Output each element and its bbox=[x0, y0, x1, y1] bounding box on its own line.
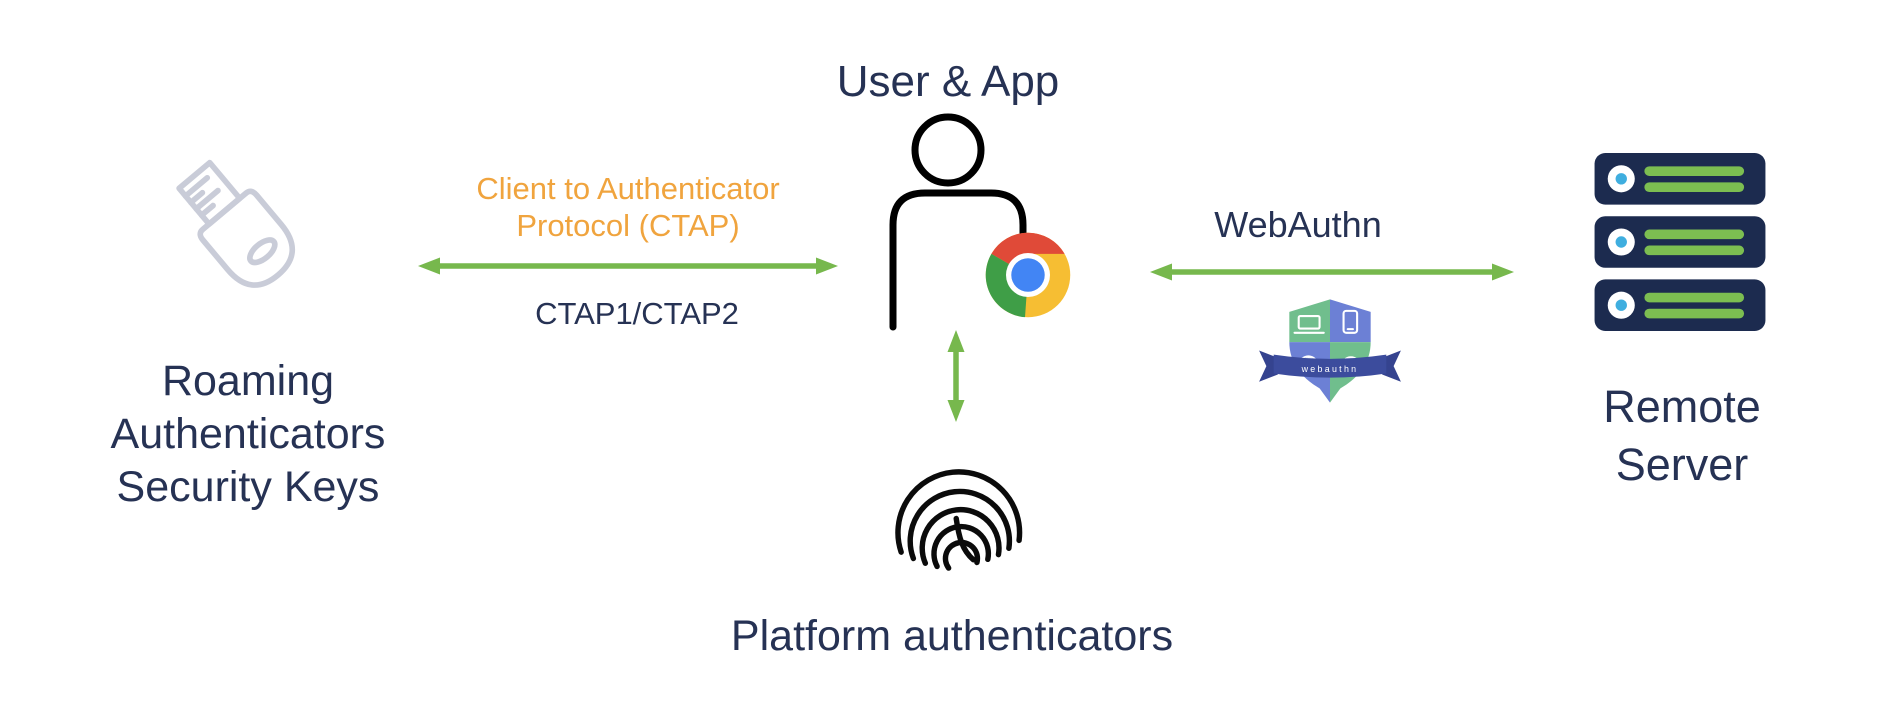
person-icon bbox=[889, 113, 1027, 331]
user-platform-arrow bbox=[947, 330, 965, 422]
ctap-label-line-1: Client to Authenticator bbox=[476, 171, 780, 206]
webauthn-badge: webauthn bbox=[1259, 299, 1401, 403]
remote-server-label: Remote Server bbox=[1603, 378, 1761, 494]
laptop-glyph bbox=[1297, 315, 1321, 330]
remote-server-label-line-2: Server bbox=[1615, 439, 1749, 490]
webauthn-badge-text: webauthn bbox=[1301, 364, 1359, 374]
webauthn-label: WebAuthn bbox=[1214, 204, 1382, 245]
usb-security-key-icon bbox=[176, 159, 296, 288]
webauthn-arrow bbox=[1150, 263, 1514, 281]
roaming-authenticators-label: Roaming Authenticators Security Keys bbox=[111, 355, 386, 514]
phone-glyph bbox=[1342, 309, 1359, 334]
remote-server-label-line-1: Remote bbox=[1603, 381, 1761, 432]
platform-authenticators-label: Platform authenticators bbox=[730, 612, 1174, 660]
fingerprint-icon bbox=[895, 469, 1023, 571]
roaming-label-line-2: Authenticators bbox=[110, 410, 386, 458]
ctap-protocol-label: Client to Authenticator Protocol (CTAP) bbox=[476, 170, 779, 244]
chrome-browser-logo bbox=[985, 232, 1071, 318]
ctap-versions-label: CTAP1/CTAP2 bbox=[535, 296, 739, 331]
user-app-label: User & App bbox=[836, 57, 1060, 106]
ctap-arrow bbox=[418, 257, 838, 275]
server-icon bbox=[1594, 153, 1766, 331]
ctap-label-line-2: Protocol (CTAP) bbox=[516, 208, 740, 243]
roaming-label-line-3: Security Keys bbox=[116, 463, 380, 511]
roaming-label-line-1: Roaming bbox=[161, 357, 335, 405]
